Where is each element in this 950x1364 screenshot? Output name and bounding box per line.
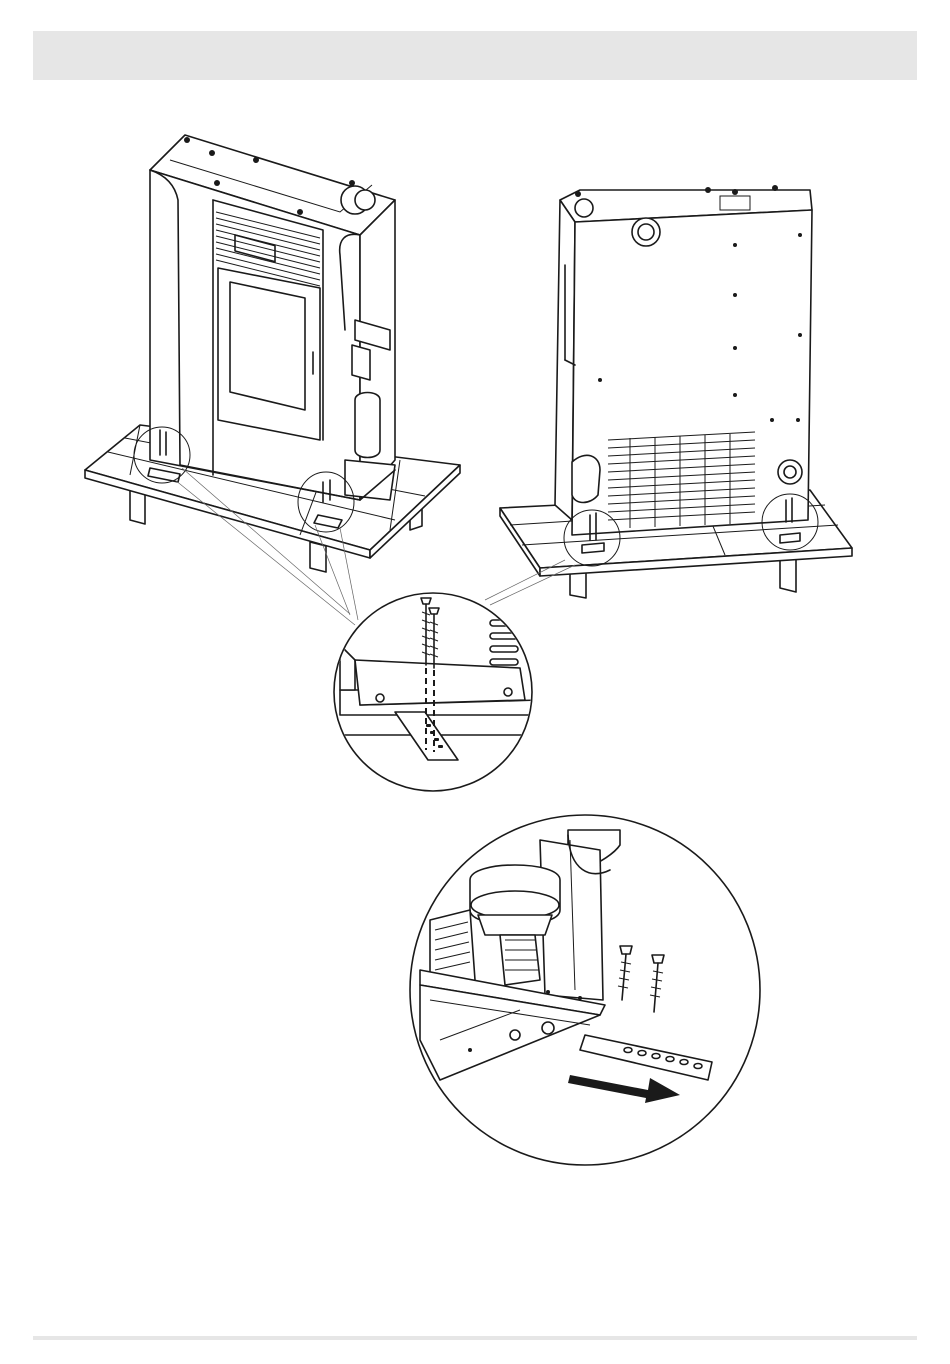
stove-front-on-pallet xyxy=(85,135,460,625)
footer-rule xyxy=(33,1336,917,1340)
stove-rear-on-pallet xyxy=(485,185,852,605)
detail-bracket-removal-arrow xyxy=(410,815,760,1165)
detail-screw-through-bracket xyxy=(334,593,540,791)
